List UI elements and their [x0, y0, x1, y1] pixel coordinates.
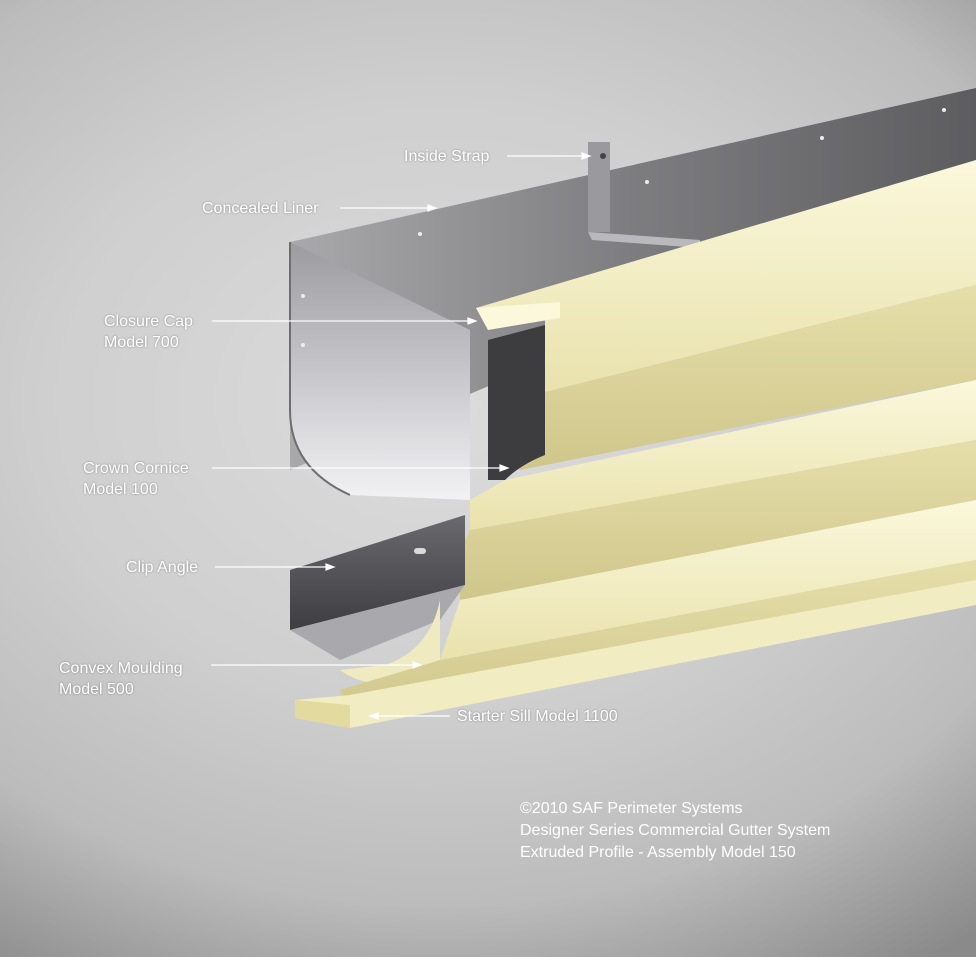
- starter-sill-label: Starter Sill Model 1100: [457, 708, 618, 725]
- clip-angle-label: Clip Angle: [126, 559, 199, 576]
- crown-cornice-label: Crown Cornice Model 100: [83, 460, 189, 498]
- convex-moulding-label: Convex Moulding Model 500: [59, 660, 183, 698]
- credit-block: ©2010 SAF Perimeter Systems Designer Ser…: [520, 798, 830, 864]
- crown-cornice-shape: [460, 160, 976, 600]
- copyright-line: ©2010 SAF Perimeter Systems: [520, 800, 743, 817]
- product-series-line: Designer Series Commercial Gutter System: [520, 822, 831, 839]
- concealed-liner-label: Concealed Liner: [202, 200, 319, 217]
- closure-cap-label: Closure Cap Model 700: [104, 313, 193, 351]
- inside-strap-label: Inside Strap: [404, 148, 490, 165]
- starter-sill-shape: [295, 580, 976, 728]
- callout-leaders: [211, 152, 592, 720]
- clip-angle-shape: [290, 515, 465, 660]
- assembly-model-line: Extruded Profile - Assembly Model 150: [520, 844, 796, 861]
- inside-strap-shape: [588, 142, 700, 248]
